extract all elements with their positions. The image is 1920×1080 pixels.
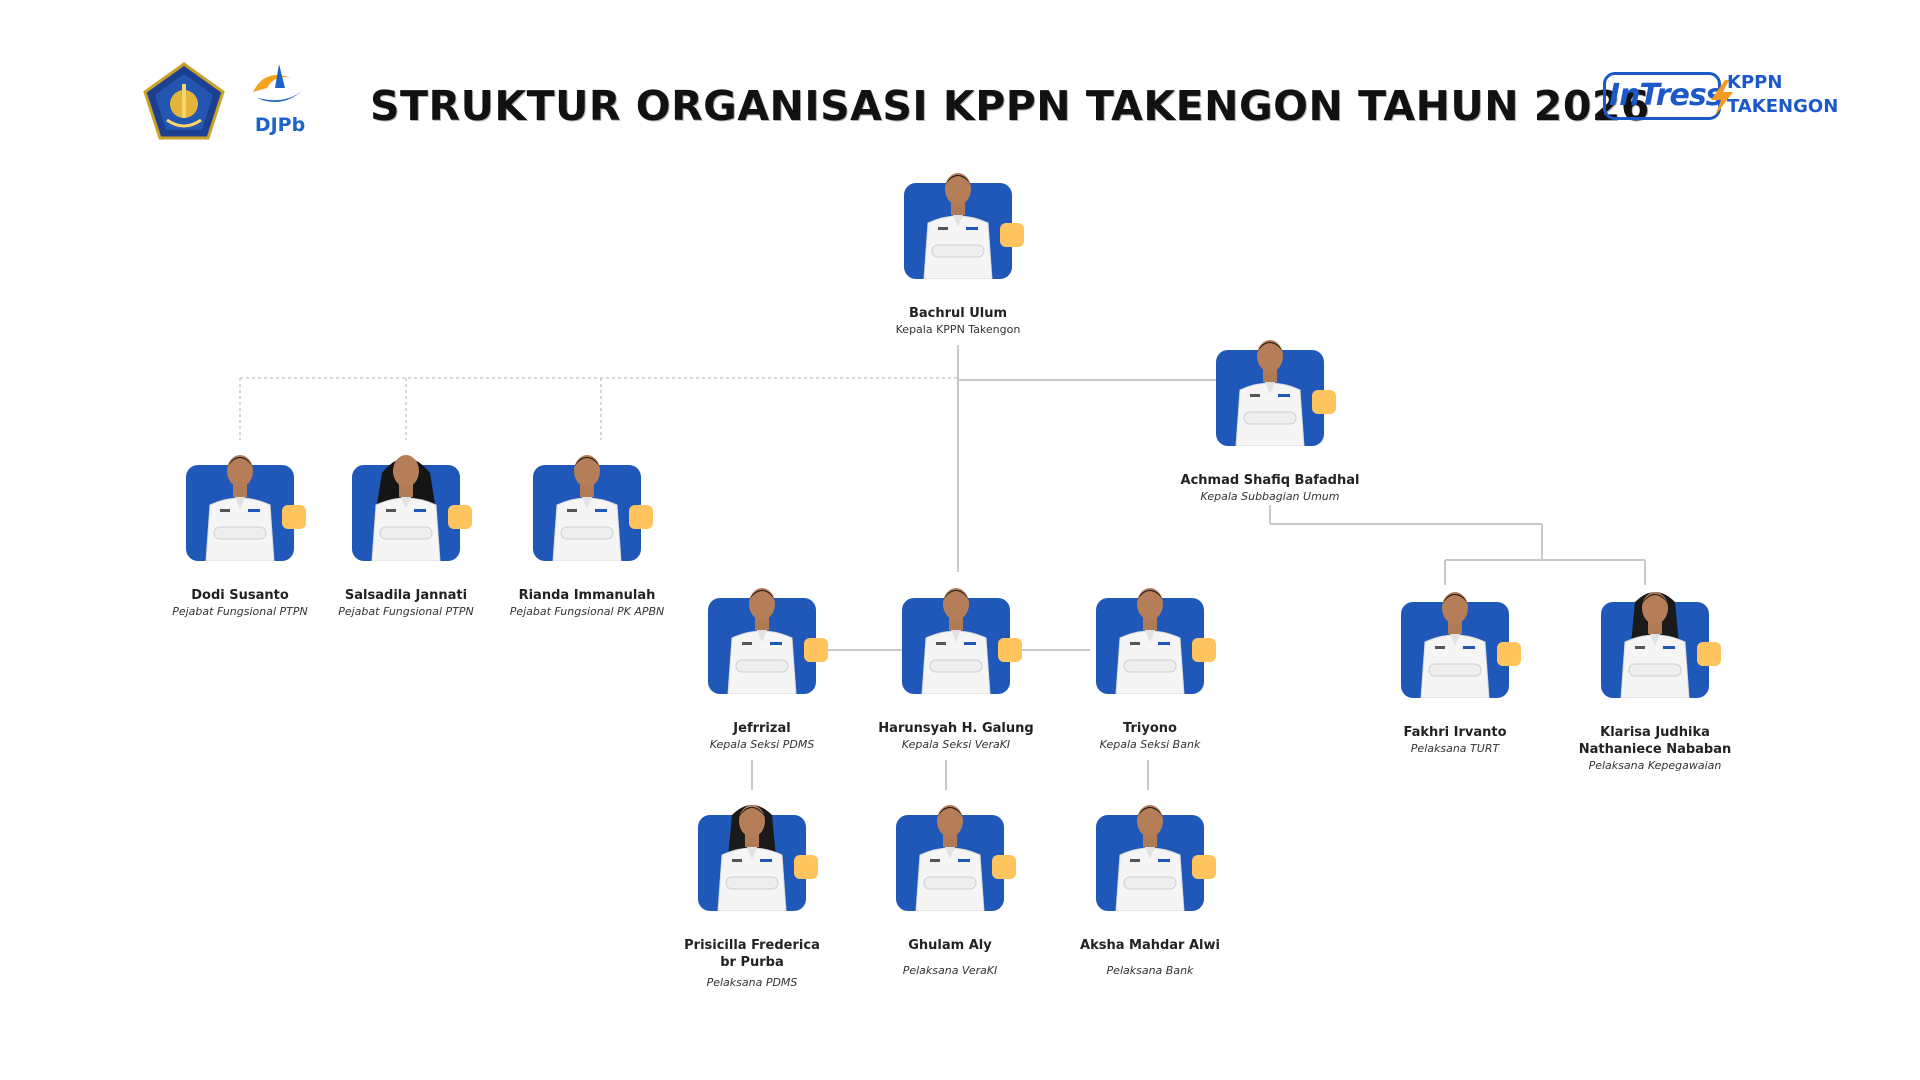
accent-square: [1697, 642, 1721, 666]
intress-logo: InTress KPPN TAKENGON: [1603, 70, 1843, 130]
person-role: Pelaksana Kepegawaian: [1588, 759, 1722, 772]
person-photo: [698, 805, 818, 929]
person-role: Pelaksana Bank: [1106, 964, 1194, 977]
accent-square: [1497, 642, 1521, 666]
person-figure-icon: [552, 455, 622, 561]
accent-square: [448, 505, 472, 529]
person-figure-icon: [1620, 592, 1690, 698]
person-figure-icon: [1115, 805, 1185, 911]
person-card-head: Bachrul Ulum Kepala KPPN Takengon: [838, 173, 1078, 337]
person-photo: [1401, 592, 1521, 716]
person-figure-icon: [371, 455, 441, 561]
person-card-bank: Triyono Kepala Seksi Bank: [1030, 588, 1270, 752]
person-name: Harunsyah H. Galung: [878, 721, 1034, 736]
person-card-pel-veraki: Ghulam Aly Pelaksana VeraKI: [830, 805, 1070, 978]
accent-square: [282, 505, 306, 529]
person-role: Pejabat Fungsional PK APBN: [509, 605, 665, 618]
person-figure-icon: [921, 588, 991, 694]
djpb-swirl-icon: [253, 64, 307, 102]
person-role: Kepala Seksi PDMS: [709, 738, 815, 751]
person-card-func1: Dodi Susanto Pejabat Fungsional PTPN: [120, 455, 360, 619]
accent-square: [992, 855, 1016, 879]
person-role: Pelaksana TURT: [1410, 742, 1500, 755]
person-figure-icon: [923, 173, 993, 279]
person-role: Kepala Seksi VeraKI: [901, 738, 1011, 751]
person-card-func3: Rianda Immanulah Pejabat Fungsional PK A…: [467, 455, 707, 619]
person-name: Fakhri Irvanto: [1403, 725, 1507, 740]
person-figure-icon: [727, 588, 797, 694]
person-name: Prisicilla Frederica br Purba: [684, 938, 820, 970]
accent-square: [794, 855, 818, 879]
person-card-pel-pdms: Prisicilla Frederica br Purba Pelaksana …: [632, 805, 872, 990]
accent-square: [1000, 223, 1024, 247]
person-card-pdms: Jefrrizal Kepala Seksi PDMS: [642, 588, 882, 752]
accent-square: [998, 638, 1022, 662]
person-role: Kepala Seksi Bank: [1099, 738, 1201, 751]
person-card-veraki: Harunsyah H. Galung Kepala Seksi VeraKI: [836, 588, 1076, 752]
person-role: Pejabat Fungsional PTPN: [172, 605, 308, 618]
person-photo: [1601, 592, 1721, 716]
person-figure-icon: [915, 805, 985, 911]
accent-square: [804, 638, 828, 662]
person-card-pel-bank: Aksha Mahdar Alwi Pelaksana Bank: [1030, 805, 1270, 978]
accent-square: [629, 505, 653, 529]
person-name: Bachrul Ulum: [908, 306, 1008, 321]
person-photo: [533, 455, 653, 579]
accent-square: [1312, 390, 1336, 414]
person-figure-icon: [205, 455, 275, 561]
person-photo: [352, 455, 472, 579]
person-card-func2: Salsadila Jannati Pejabat Fungsional PTP…: [286, 455, 526, 619]
person-role: Pelaksana PDMS: [706, 976, 798, 989]
kemenkeu-emblem-icon: [143, 62, 225, 140]
intress-kppn-text: KPPN: [1727, 72, 1783, 93]
intress-logo-text: InTress: [1609, 78, 1724, 113]
person-figure-icon: [717, 805, 787, 911]
person-card-kepeg: Klarisa Judhika Nathaniece Nababan Pelak…: [1535, 592, 1775, 773]
accent-square: [1192, 855, 1216, 879]
djpb-logo-text: DJPb: [254, 114, 306, 136]
person-photo: [1216, 340, 1336, 464]
person-photo: [896, 805, 1016, 929]
person-name: Achmad Shafiq Bafadhal: [1180, 473, 1360, 488]
person-figure-icon: [1420, 592, 1490, 698]
person-photo: [904, 173, 1024, 297]
person-name: Salsadila Jannati: [344, 588, 468, 603]
person-name: Jefrrizal: [733, 721, 791, 736]
person-name: Ghulam Aly: [908, 938, 992, 953]
person-photo: [1096, 588, 1216, 712]
person-name: Klarisa Judhika Nathaniece Nababan: [1578, 725, 1732, 757]
person-photo: [1096, 805, 1216, 929]
person-figure-icon: [1115, 588, 1185, 694]
person-name: Aksha Mahdar Alwi: [1080, 938, 1220, 953]
intress-takengon-text: TAKENGON: [1727, 96, 1839, 117]
person-figure-icon: [1235, 340, 1305, 446]
person-role: Kepala KPPN Takengon: [895, 323, 1021, 336]
person-name: Dodi Susanto: [191, 588, 289, 603]
person-card-turt: Fakhri Irvanto Pelaksana TURT: [1335, 592, 1575, 756]
person-photo: [186, 455, 306, 579]
lightning-bolt-icon: [1711, 80, 1733, 116]
person-name: Rianda Immanulah: [518, 588, 656, 603]
person-role: Kepala Subbagian Umum: [1200, 490, 1340, 503]
kemenkeu-logo: [143, 62, 225, 144]
person-name: Triyono: [1123, 721, 1177, 736]
person-card-subbag: Achmad Shafiq Bafadhal Kepala Subbagian …: [1150, 340, 1390, 504]
person-role: Pelaksana VeraKI: [902, 964, 998, 977]
djpb-logo: DJPb: [245, 58, 315, 142]
accent-square: [1192, 638, 1216, 662]
person-photo: [708, 588, 828, 712]
person-role: Pejabat Fungsional PTPN: [338, 605, 474, 618]
page-title: STRUKTUR ORGANISASI KPPN TAKENGON TAHUN …: [370, 82, 1650, 130]
person-photo: [902, 588, 1022, 712]
